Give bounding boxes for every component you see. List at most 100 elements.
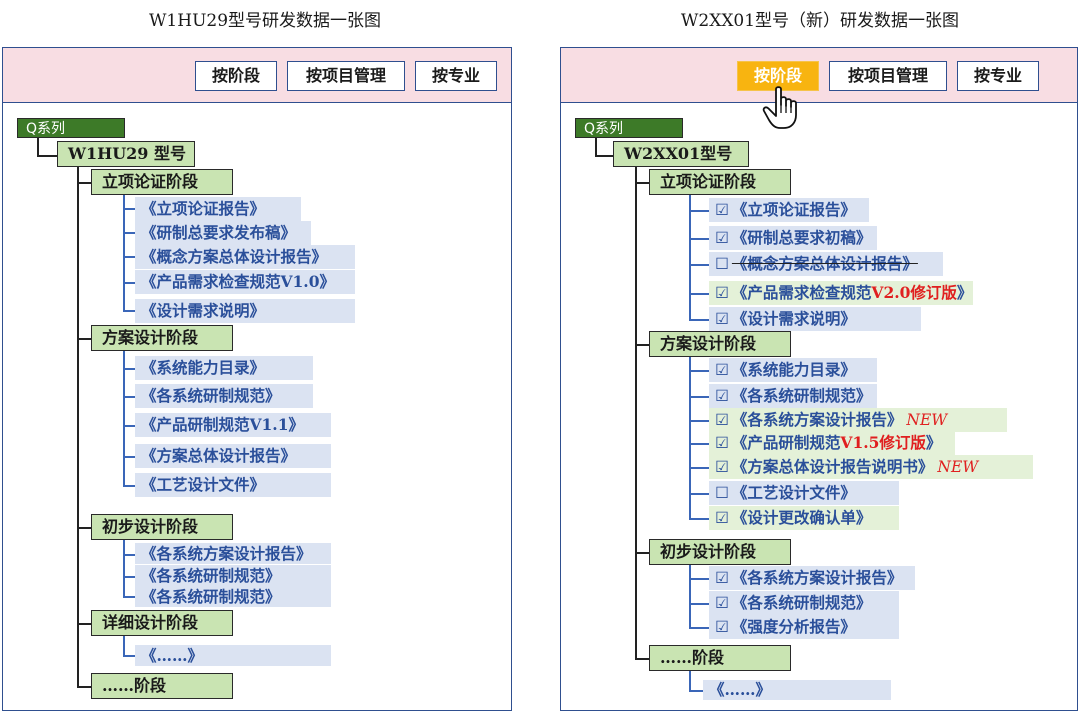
- document-item[interactable]: ☑《系统能力目录》: [709, 358, 877, 382]
- document-item[interactable]: 《各系统研制规范》: [135, 384, 313, 408]
- connector: [77, 623, 91, 625]
- stage-node[interactable]: ……阶段: [91, 673, 233, 699]
- connector: [689, 210, 709, 212]
- document-item[interactable]: ☑《强度分析报告》: [709, 615, 899, 639]
- document-item[interactable]: ☑《研制总要求初稿》: [709, 226, 877, 250]
- document-item-new[interactable]: ☑《方案总体设计报告说明书》NEW: [709, 455, 1033, 479]
- left-by-stage-button[interactable]: 按阶段: [195, 61, 277, 91]
- document-title: 《概念方案总体设计报告》: [731, 254, 918, 273]
- document-item[interactable]: 《各系统研制规范》: [135, 565, 331, 586]
- document-title: 《方案总体设计报告说明书》: [731, 457, 934, 476]
- connector: [689, 671, 691, 691]
- connector: [689, 443, 709, 445]
- checked-checkbox-icon[interactable]: ☑: [715, 509, 729, 527]
- connector: [689, 690, 703, 692]
- stage-node[interactable]: 方案设计阶段: [649, 331, 791, 357]
- document-title: 《各系统研制规范》: [731, 593, 872, 612]
- document-item[interactable]: ☑《各系统研制规范》: [709, 591, 899, 615]
- checked-checkbox-icon[interactable]: ☑: [715, 434, 729, 452]
- document-item[interactable]: ☑《立项论证报告》: [709, 198, 869, 222]
- document-item[interactable]: 《各系统方案设计报告》: [135, 543, 331, 564]
- document-item[interactable]: 《方案总体设计报告》: [135, 444, 331, 468]
- document-title: 《产品研制规范: [731, 433, 841, 452]
- document-item[interactable]: ☑《设计需求说明》: [709, 307, 921, 331]
- left-by-project-button[interactable]: 按项目管理: [287, 61, 405, 91]
- series-root-node[interactable]: Q系列: [17, 118, 125, 138]
- connector: [123, 636, 125, 656]
- checked-checkbox-icon[interactable]: ☑: [715, 310, 729, 328]
- stage-node[interactable]: 初步设计阶段: [91, 514, 233, 540]
- connector: [689, 396, 709, 398]
- new-badge: NEW: [906, 411, 948, 429]
- document-item[interactable]: 《立项论证报告》: [135, 197, 301, 221]
- document-item[interactable]: 《产品需求检查规范V1.0》: [135, 270, 355, 294]
- document-title: 《系统能力目录》: [731, 360, 856, 379]
- stage-node[interactable]: 立项论证阶段: [91, 169, 233, 195]
- document-item-struck[interactable]: ☐《概念方案总体设计报告》: [709, 252, 943, 276]
- checked-checkbox-icon[interactable]: ☑: [715, 411, 729, 429]
- stage-node[interactable]: 立项论证阶段: [649, 169, 791, 195]
- checked-checkbox-icon[interactable]: ☑: [715, 594, 729, 612]
- document-item[interactable]: 《各系统研制规范》: [135, 586, 331, 607]
- left-by-specialty-button[interactable]: 按专业: [415, 61, 497, 91]
- connector: [123, 554, 135, 556]
- document-item[interactable]: ☐《工艺设计文件》: [709, 481, 899, 505]
- left-tree: Q系列 W1HU29 型号 立项论证阶段 《立项论证报告》 《研制总要求发布稿》…: [3, 48, 511, 710]
- document-item[interactable]: ☑《各系统方案设计报告》: [709, 566, 915, 590]
- document-item[interactable]: 《工艺设计文件》: [135, 473, 331, 497]
- document-item[interactable]: 《研制总要求发布稿》: [135, 221, 311, 245]
- unchecked-checkbox-icon[interactable]: ☐: [715, 255, 729, 273]
- connector: [689, 420, 709, 422]
- document-item[interactable]: ☑《各系统研制规范》: [709, 384, 877, 408]
- connector: [635, 552, 649, 554]
- document-item-revised[interactable]: ☑《产品研制规范V1.5修订版》: [709, 431, 955, 455]
- revision-tag: V1.5修订版: [840, 433, 926, 452]
- checked-checkbox-icon[interactable]: ☑: [715, 201, 729, 219]
- document-title: 《立项论证报告》: [731, 200, 856, 219]
- hand-pointer-icon: [762, 86, 797, 129]
- connector: [635, 182, 649, 184]
- checked-checkbox-icon[interactable]: ☑: [715, 229, 729, 247]
- connector: [689, 578, 709, 580]
- connector: [689, 518, 709, 520]
- document-title-end: 》: [956, 283, 973, 302]
- connector: [595, 136, 597, 156]
- document-item[interactable]: ☑《设计更改确认单》: [709, 506, 899, 530]
- connector: [37, 155, 57, 157]
- connector: [123, 351, 125, 486]
- stage-node[interactable]: ……阶段: [649, 645, 791, 671]
- checked-checkbox-icon[interactable]: ☑: [715, 569, 729, 587]
- right-by-stage-button[interactable]: 按阶段: [737, 61, 819, 91]
- checked-checkbox-icon[interactable]: ☑: [715, 284, 729, 302]
- document-item-revised[interactable]: ☑《产品需求检查规范V2.0修订版》: [709, 281, 973, 305]
- document-item[interactable]: 《……》: [135, 645, 331, 666]
- checked-checkbox-icon[interactable]: ☑: [715, 387, 729, 405]
- document-item[interactable]: 《概念方案总体设计报告》: [135, 245, 355, 269]
- document-title: 《各系统方案设计报告》: [731, 410, 903, 429]
- right-by-project-button[interactable]: 按项目管理: [829, 61, 947, 91]
- unchecked-checkbox-icon[interactable]: ☐: [715, 484, 729, 502]
- document-item[interactable]: 《产品研制规范V1.1》: [135, 413, 331, 437]
- connector: [77, 182, 91, 184]
- stage-node[interactable]: 详细设计阶段: [91, 610, 233, 636]
- right-panel: 按阶段 按项目管理 按专业 Q: [560, 47, 1078, 711]
- document-item[interactable]: 《……》: [703, 680, 891, 700]
- model-node[interactable]: W2XX01型号: [613, 141, 749, 167]
- connector: [689, 467, 709, 469]
- series-root-node[interactable]: Q系列: [575, 118, 683, 138]
- stage-node[interactable]: 方案设计阶段: [91, 325, 233, 351]
- document-item-new[interactable]: ☑《各系统方案设计报告》NEW: [709, 408, 1007, 432]
- document-title-end: 》: [925, 433, 942, 452]
- right-by-specialty-button[interactable]: 按专业: [957, 61, 1039, 91]
- document-item[interactable]: 《系统能力目录》: [135, 356, 313, 380]
- right-toolbar: 按阶段 按项目管理 按专业: [561, 48, 1077, 103]
- stage-node[interactable]: 初步设计阶段: [649, 539, 791, 565]
- model-node[interactable]: W1HU29 型号: [57, 141, 195, 167]
- connector: [595, 155, 613, 157]
- document-item[interactable]: 《设计需求说明》: [135, 299, 355, 323]
- checked-checkbox-icon[interactable]: ☑: [715, 618, 729, 636]
- checked-checkbox-icon[interactable]: ☑: [715, 361, 729, 379]
- checked-checkbox-icon[interactable]: ☑: [715, 458, 729, 476]
- connector: [689, 370, 709, 372]
- revision-tag: V2.0修订版: [871, 283, 957, 302]
